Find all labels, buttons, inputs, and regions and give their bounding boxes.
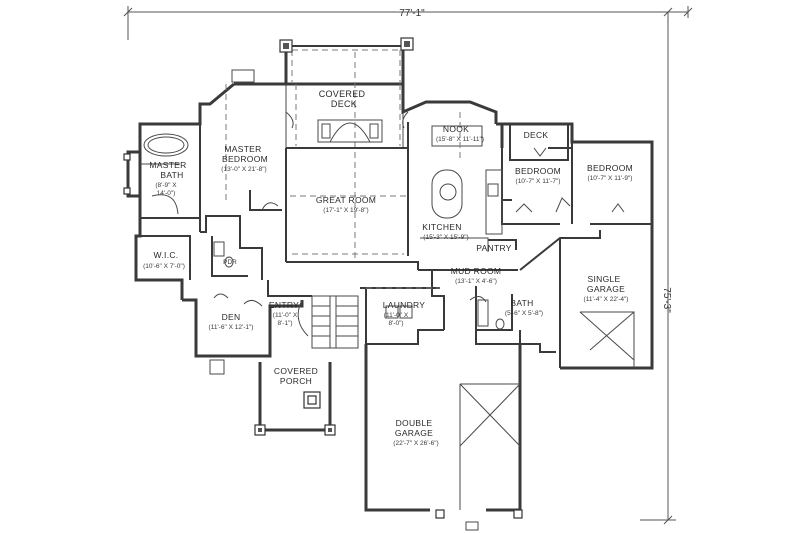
master-bath-bay <box>123 133 189 215</box>
exterior-walls <box>134 82 654 432</box>
entry-stairs <box>297 295 359 349</box>
single-garage-size: (11'-4" X 22'-4") <box>584 296 629 303</box>
entry-size-1: (11'-0" X <box>273 312 298 319</box>
deck-small-structure <box>509 124 569 161</box>
wic-size: (10'-6" X 7'-0") <box>143 263 185 270</box>
single-garage-label-1: SINGLE <box>588 274 621 284</box>
master-bath-label-2: BATH <box>160 170 183 180</box>
master-bath-size-1: (8'-9" X <box>155 182 177 189</box>
ceiling-lines <box>225 84 461 289</box>
great-room-label: GREAT ROOM <box>316 195 376 205</box>
double-garage-label-1: DOUBLE <box>396 418 433 428</box>
wic-label: W.I.C. <box>154 250 179 260</box>
great-room-size: (17'-1" X 19'-8") <box>323 207 368 214</box>
entry-size-2: 8'-1") <box>277 320 292 327</box>
double-garage-label-2: GARAGE <box>395 428 433 438</box>
den-size: (11'-6" X 12'-1") <box>209 324 254 331</box>
deck-label: DECK <box>524 130 549 140</box>
porch-posts <box>209 359 336 436</box>
mud-room-size: (13'-1" X 4'-6") <box>455 278 497 285</box>
bath-fixtures <box>213 241 505 330</box>
deck-table <box>317 119 383 143</box>
master-bedroom-label-1: MASTER <box>224 144 261 154</box>
kitchen-size: (15'-3" X 15'-9") <box>423 234 468 241</box>
master-bedroom-size: (13'-0" X 21'-8") <box>221 166 266 173</box>
bedroom-2-label: BEDROOM <box>587 163 633 173</box>
single-garage-label-2: GARAGE <box>587 284 625 294</box>
double-garage-door <box>435 383 523 531</box>
master-bath-size-2: 14'-0") <box>157 190 176 197</box>
dimension-width-line <box>123 6 693 40</box>
dimension-width-label: 77'-1" <box>399 8 425 19</box>
laundry-size-1: (11'-0" X <box>384 312 409 319</box>
master-bedroom-label-2: BEDROOM <box>222 154 268 164</box>
laundry-size-2: 8'-0") <box>388 320 403 327</box>
dimension-depth-label: 75'-3" <box>661 287 672 313</box>
entry-label: ENTRY <box>269 300 299 310</box>
den-label: DEN <box>222 312 241 322</box>
nook-label: NOOK <box>443 124 469 134</box>
bedroom-2-size: (10'-7" X 11'-9") <box>588 175 633 182</box>
master-bath-label-1: MASTER <box>149 160 186 170</box>
bath-size: (5'-6" X 5'-8") <box>505 310 543 317</box>
pantry-label: PANTRY <box>476 243 512 253</box>
covered-deck-structure <box>279 37 414 260</box>
double-garage-size: (22'-7" X 26'-6") <box>393 440 438 447</box>
laundry-label: LAUNDRY <box>383 300 426 310</box>
door-swings <box>213 111 625 307</box>
dimension-depth-line <box>640 7 676 525</box>
kitchen-fixtures <box>420 125 503 252</box>
covered-deck-label-1: COVERED <box>319 89 366 99</box>
single-garage-door <box>579 311 635 368</box>
covered-porch-label-2: PORCH <box>280 376 312 386</box>
bath-label: BATH <box>510 298 533 308</box>
covered-porch-label-1: COVERED <box>274 366 318 376</box>
bedroom-1-label: BEDROOM <box>515 166 561 176</box>
chimney <box>231 69 255 83</box>
pdr-label: PDR <box>223 259 237 266</box>
kitchen-label: KITCHEN <box>422 222 461 232</box>
nook-size: (15'-8" X 11'-11") <box>436 136 484 143</box>
bedroom-1-size: (10'-7" X 11'-7") <box>516 178 561 185</box>
mud-room-label: MUD ROOM <box>451 266 502 276</box>
covered-deck-label-2: DECK <box>331 99 357 109</box>
